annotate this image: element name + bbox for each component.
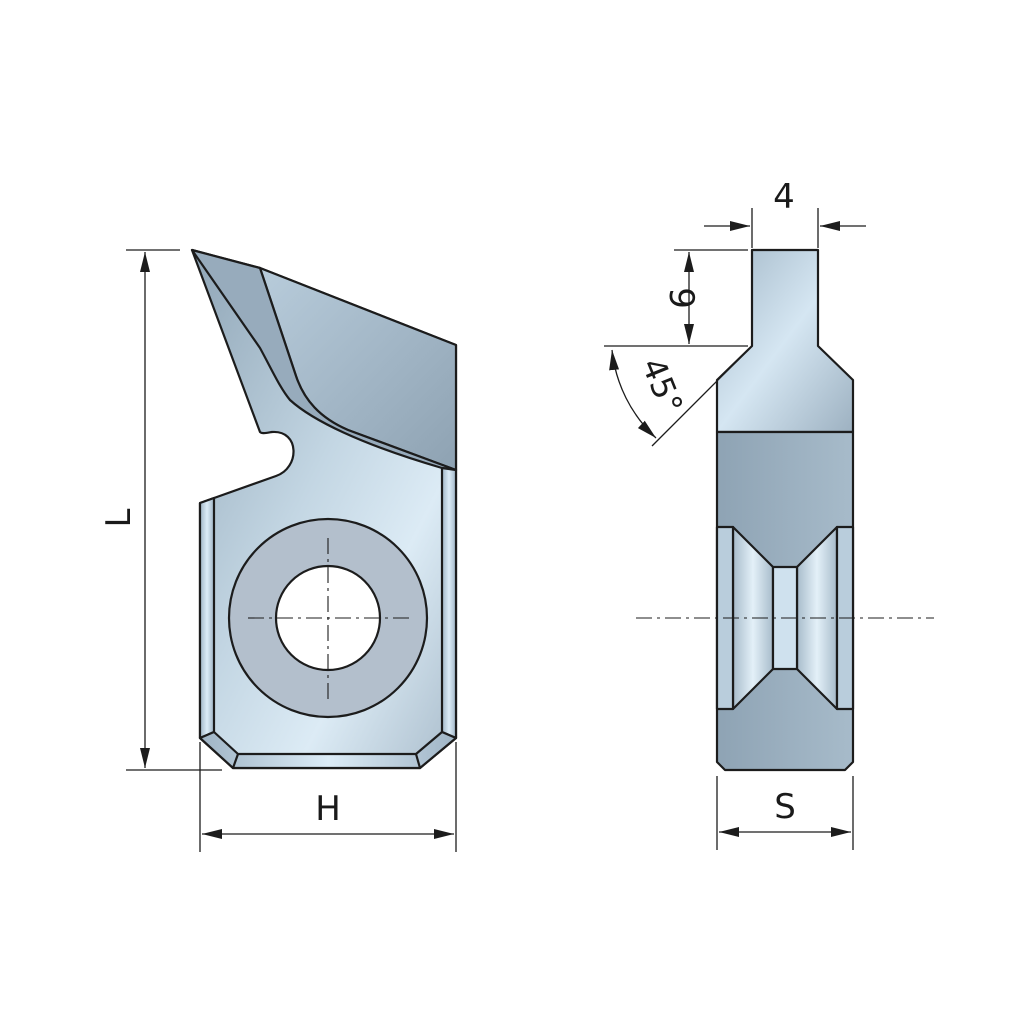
right-land [440, 466, 458, 740]
dimension-H: H [199, 742, 457, 852]
dimension-tip-depth: 9 [604, 249, 748, 347]
cutting-edge-facet [190, 248, 458, 472]
front-view [190, 248, 458, 770]
dimension-L: L [99, 249, 222, 771]
dimension-chamfer-angle-label: 45° [634, 352, 690, 419]
dimension-tip-width: 4 [704, 177, 866, 248]
dimension-S-label: S [774, 787, 796, 827]
dimension-tip-depth-label: 9 [661, 287, 701, 309]
left-land [198, 496, 216, 740]
dimension-tip-width-label: 4 [773, 177, 795, 217]
dimension-L-label: L [99, 508, 139, 527]
dimension-S: S [716, 776, 854, 850]
side-view [636, 248, 934, 772]
insert-tip-side [715, 248, 855, 434]
bottom-chamfer [198, 730, 458, 770]
dimension-H-label: H [315, 789, 341, 829]
